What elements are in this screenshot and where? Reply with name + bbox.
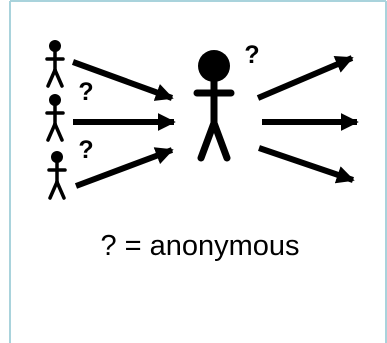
incoming-arrow-top — [71, 59, 174, 101]
small-stick-figure-3 — [47, 151, 67, 200]
legend-caption: ? = anonymous — [100, 230, 300, 262]
question-mark-small-2: ? — [78, 136, 93, 164]
outgoing-arrow-bottom — [258, 145, 355, 184]
central-stick-figure — [193, 50, 235, 162]
incoming-arrow-bottom — [74, 147, 174, 189]
question-mark-central: ? — [244, 41, 259, 69]
small-stick-figure-2 — [45, 94, 65, 142]
small-stick-figure-1 — [45, 40, 65, 88]
outgoing-arrow-top — [256, 55, 354, 101]
question-mark-small-1: ? — [78, 78, 93, 106]
